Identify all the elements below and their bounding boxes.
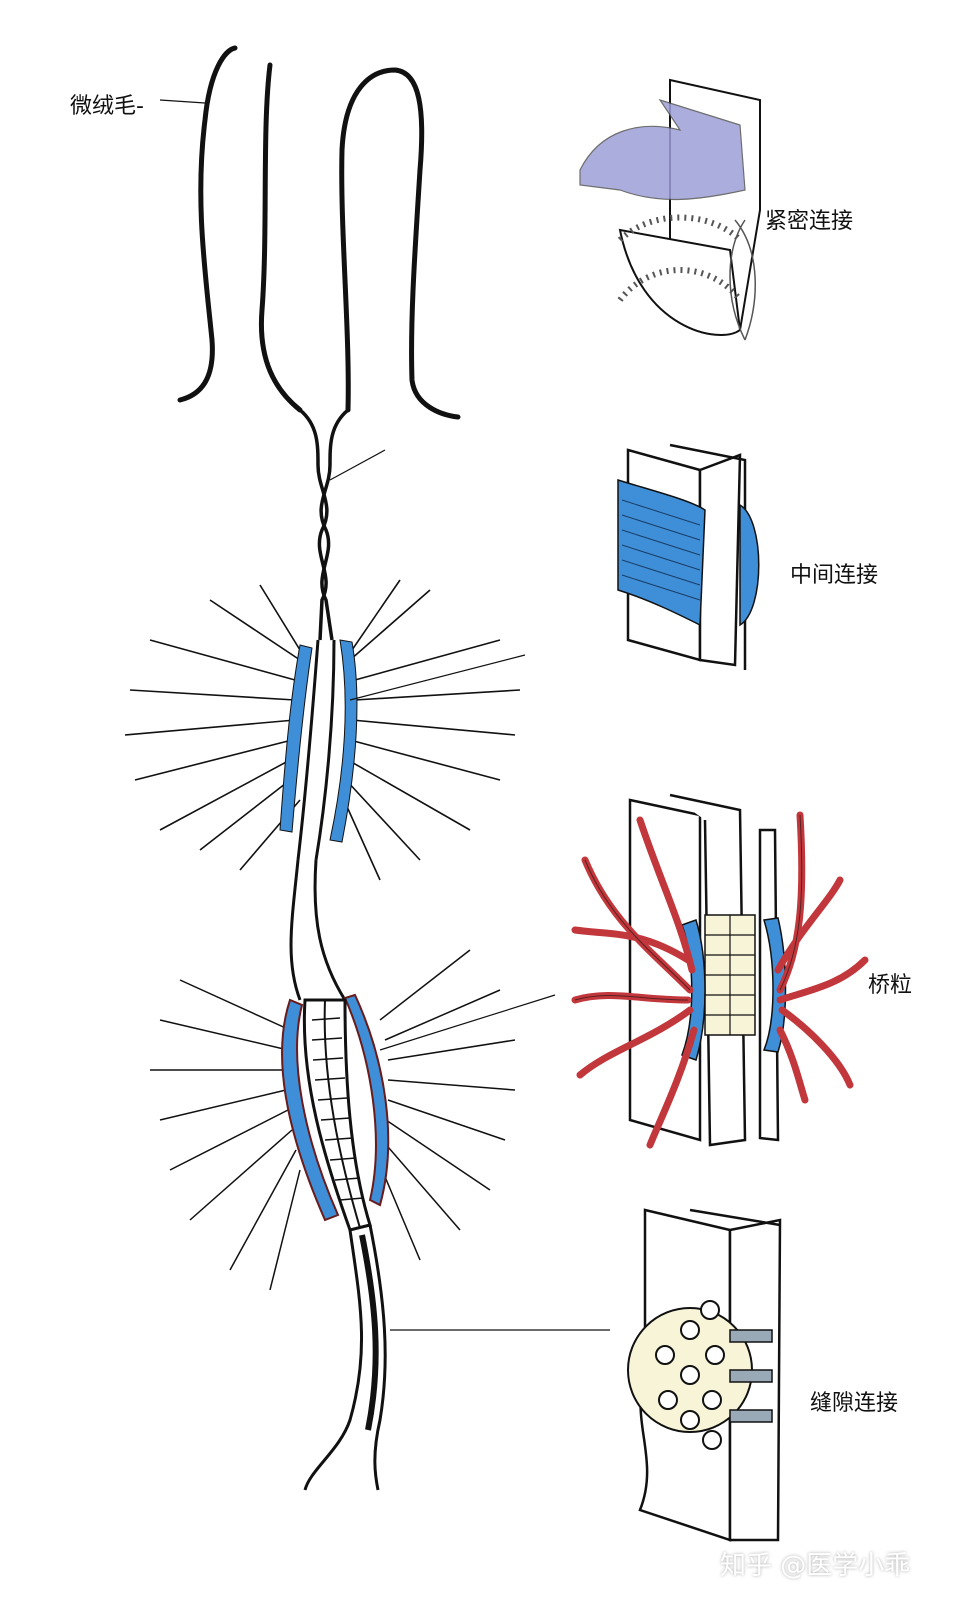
label-tight-junction: 紧密连接 <box>765 209 854 234</box>
pointer-line-intermediate <box>349 654 526 701</box>
gap-junction-main <box>303 1224 387 1491</box>
tight-junction-inset <box>579 78 761 341</box>
watermark: 知乎 @医学小乖 <box>720 1551 911 1581</box>
label-intermediate-junction: 中间连接 <box>790 563 879 588</box>
intermediate-junction-inset <box>617 443 760 670</box>
pointer-line-desmosome <box>379 994 556 1051</box>
lateral-membranes <box>289 859 347 1001</box>
label-microvilli: 微绒毛- <box>70 94 144 119</box>
gap-junction-inset <box>627 1208 782 1542</box>
desmosome-inset <box>571 793 869 1149</box>
label-gap-junction: 缝隙连接 <box>810 1391 899 1416</box>
intermediate-junction-main <box>124 579 521 881</box>
desmosome-main <box>150 949 516 1291</box>
label-desmosome: 桥粒 <box>868 973 913 998</box>
pointer-line-tight <box>329 449 386 481</box>
microvilli <box>177 45 461 420</box>
zonula-occludens-twist <box>298 408 350 641</box>
pointer-line-microvilli <box>159 99 206 104</box>
